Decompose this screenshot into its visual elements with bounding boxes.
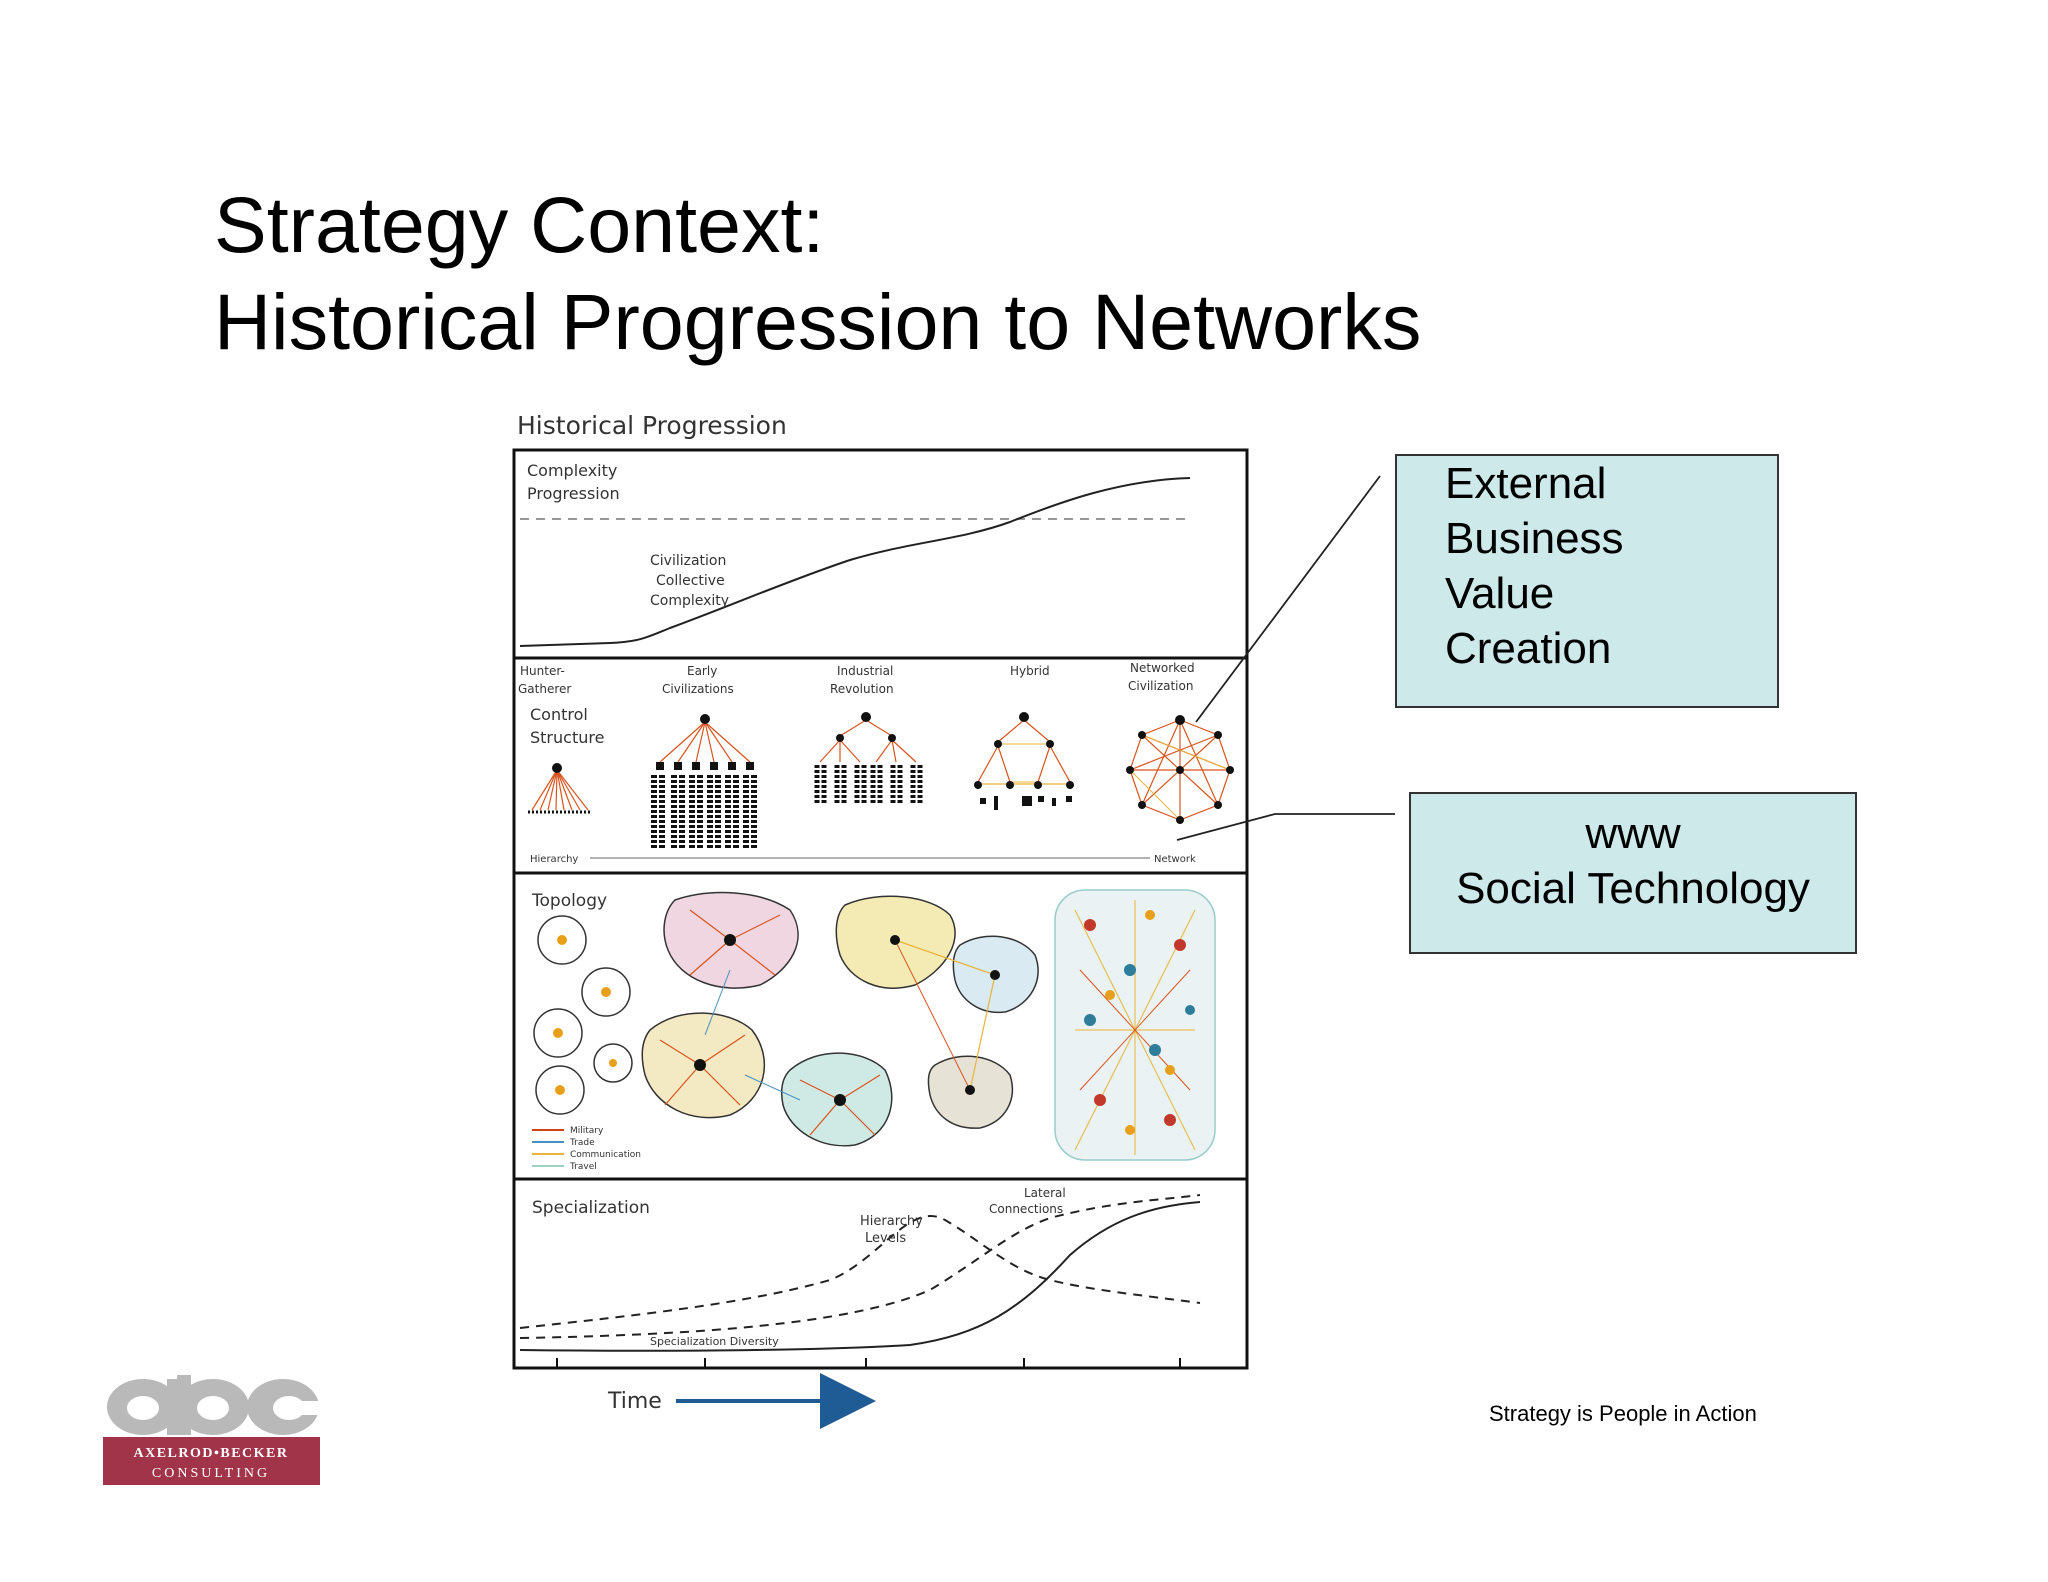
complexity-curve-label-line1: Civilization bbox=[650, 553, 726, 569]
specialization-diversity-label: Specialization Diversity bbox=[650, 1335, 779, 1348]
complexity-curve bbox=[519, 477, 1191, 647]
complexity-curve-label-line2: Collective bbox=[656, 573, 725, 589]
callout-line: External bbox=[1445, 459, 1607, 508]
company-logo: AXELROD•BECKER CONSULTING bbox=[103, 1375, 320, 1485]
topology-label: Topology bbox=[531, 891, 607, 911]
era-label-2-line1: Early bbox=[687, 664, 717, 678]
legend-military: Military bbox=[570, 1126, 604, 1136]
hierarchy-levels-label-line2: Levels bbox=[865, 1231, 906, 1246]
slide-title-line1: Strategy Context: bbox=[214, 180, 825, 269]
figure-frame bbox=[512, 448, 1249, 1370]
hunter-gatherer-hierarchy bbox=[528, 763, 592, 814]
era-label-5-line1: Networked bbox=[1130, 661, 1195, 675]
figure-title: Historical Progression bbox=[517, 411, 787, 440]
control-label-line1: Control bbox=[530, 705, 588, 724]
callout-social-technology: Social Technology bbox=[1456, 864, 1810, 913]
complexity-label-line2: Progression bbox=[527, 484, 620, 503]
callout-line: Value bbox=[1445, 569, 1555, 618]
logo-line2: CONSULTING bbox=[152, 1466, 270, 1481]
era-label-1-line1: Hunter- bbox=[520, 664, 565, 678]
time-axis-ticks bbox=[556, 1358, 1181, 1368]
early-civilization-hierarchy bbox=[651, 714, 757, 850]
era-label-2-line2: Civilizations bbox=[662, 682, 734, 696]
hierarchy-levels-curve bbox=[519, 1215, 1201, 1329]
band-centers bbox=[553, 935, 617, 1095]
callout-www: www bbox=[1585, 809, 1681, 858]
control-label-line2: Structure bbox=[530, 728, 604, 747]
external-value-callout: External Business Value Creation bbox=[1395, 454, 1779, 708]
topology-legend: Military Trade Communication Travel bbox=[532, 1126, 641, 1172]
callout-line: Business bbox=[1445, 514, 1624, 563]
hunter-gatherer-bands bbox=[533, 915, 633, 1115]
era-label-5-line2: Civilization bbox=[1128, 679, 1193, 693]
industrial-hierarchy bbox=[814, 712, 923, 804]
axis-network-label: Network bbox=[1154, 854, 1196, 865]
networked-mesh bbox=[1054, 889, 1216, 1161]
complexity-curve-label-line3: Complexity bbox=[650, 593, 729, 609]
industrial-clusters bbox=[835, 895, 1039, 1129]
era-labels: Hunter- Gatherer Early Civilizations Ind… bbox=[518, 661, 1195, 696]
specialization-diversity-curve bbox=[519, 1201, 1201, 1352]
networked-structure bbox=[1126, 715, 1234, 824]
lateral-connections-curve bbox=[519, 1194, 1201, 1339]
time-label: Time bbox=[607, 1389, 662, 1414]
era-label-3-line2: Revolution bbox=[830, 682, 894, 696]
callout-line: Creation bbox=[1445, 624, 1612, 673]
slide-title: Strategy Context: Historical Progression… bbox=[214, 176, 1421, 370]
legend-communication: Communication bbox=[570, 1150, 641, 1160]
era-label-1-line2: Gatherer bbox=[518, 682, 571, 696]
legend-trade: Trade bbox=[569, 1138, 595, 1148]
logo-band bbox=[103, 1437, 320, 1485]
era-label-3-line1: Industrial bbox=[837, 664, 893, 678]
axis-hierarchy-label: Hierarchy bbox=[530, 854, 578, 865]
early-civ-clusters bbox=[641, 891, 893, 1147]
era-label-4-line1: Hybrid bbox=[1010, 664, 1050, 678]
historical-progression-figure: Historical Progression Complexity Progre… bbox=[512, 411, 1249, 1429]
lateral-connections-label-line1: Lateral bbox=[1024, 1186, 1066, 1200]
logo-line1: AXELROD•BECKER bbox=[133, 1446, 288, 1461]
footer-tagline: Strategy is People in Action bbox=[1489, 1401, 1757, 1426]
social-technology-callout: www Social Technology bbox=[1409, 792, 1857, 954]
hierarchy-levels-label-line1: Hierarchy bbox=[860, 1214, 923, 1229]
slide-title-line2: Historical Progression to Networks bbox=[214, 277, 1422, 366]
specialization-label: Specialization bbox=[532, 1198, 650, 1218]
lateral-connections-label-line2: Connections bbox=[989, 1202, 1063, 1216]
hybrid-hierarchy bbox=[974, 712, 1074, 810]
legend-travel: Travel bbox=[569, 1162, 597, 1172]
complexity-label-line1: Complexity bbox=[527, 461, 617, 480]
